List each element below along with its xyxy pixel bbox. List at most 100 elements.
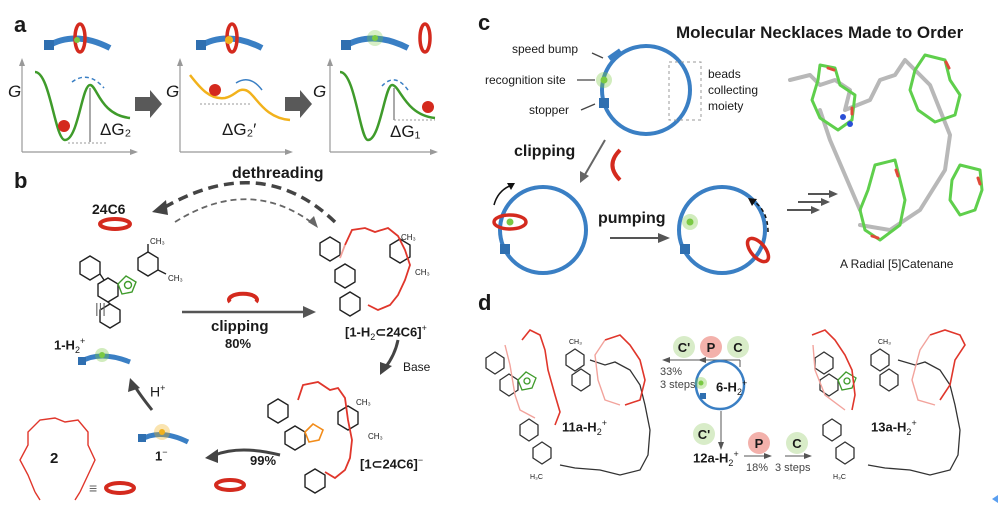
compound-13a-structure [814,348,961,476]
product-11a-sup: + [601,418,607,428]
complex-minus-label: [1⊂24C6]− [360,455,423,472]
complex-minus-structure [267,398,359,494]
panel-d-label: d [478,290,492,315]
panel-a-label: a [14,12,27,37]
product-13a-sub: 2 [906,426,912,437]
transition-arrow-1 [135,90,162,118]
clipping-label-b: clipping [211,318,269,335]
center-compound-sub: 2 [736,386,742,397]
ch3-label-d1: CH₃ [569,339,582,346]
rotaxane-icon-3 [341,22,432,54]
energy-plot-3 [327,58,438,155]
pumping-label: pumping [598,210,666,227]
compound-1-structure [79,244,167,329]
beads-annotation-line2: collecting [708,83,759,97]
base-label: Base [403,360,431,374]
recognition-site-annotation: recognition site [485,73,566,87]
ring-24c6-label: 24C6 [92,201,126,217]
speed-bump-annotation: speed bump [512,42,579,56]
plot-1-delta-label: ΔG₂ [100,120,132,139]
equiv-symbol: ≡ [89,480,98,496]
ch3-label-4: CH₃ [415,268,430,277]
beads-annotation-line3: moiety [708,99,744,113]
badge-p-bottom: P [748,432,770,454]
clipping-yield: 80% [225,336,252,351]
energy-plot-1 [19,58,138,155]
bottom-yield: 18% [746,462,769,474]
complex-plus-sup: + [421,323,427,333]
ch3-label-3: CH₃ [401,233,416,242]
badge-c-prime-left: C' [693,423,715,445]
axle-icon-anion [138,424,190,445]
energy-plot-2 [177,58,293,155]
bottom-steps: 3 steps [775,462,811,474]
center-compound-label: 6-H2+ [716,378,747,397]
h3c-label-d1: H₃C [530,474,543,481]
rotaxane-icon-2 [196,22,264,54]
proton-sup: + [160,383,166,393]
clipping-label-c: clipping [514,143,576,160]
stopper-annotation: stopper [529,103,570,117]
ch3-label-5: CH₃ [356,398,371,407]
compound-1-sub: 2 [74,344,80,355]
center-compound-name: 6-H [716,379,737,395]
macrocycle-2-label: 2 [50,450,59,467]
dethreading-label: dethreading [232,165,324,182]
ch3-label-d2: CH₃ [878,339,891,346]
proton-name: H [150,383,161,400]
complex-plus-label: [1-H2⊂24C6]+ [345,323,427,342]
compound-1-name: 1-H [54,337,75,353]
plot-2-delta-label: ΔG₂′ [222,120,257,139]
plot-2-axis-label: G [166,82,180,101]
complex-plus-post: ⊂24C6] [375,324,422,340]
product-11a-sub: 2 [596,426,602,437]
catenane-model [788,53,984,242]
intermediate-12a-sup: + [733,449,739,459]
product-13a-label: 13a-H2+ [871,418,917,437]
badge-c-top: C [727,336,749,358]
equiv-symbol-vertical: ||| [95,300,106,316]
panel-c-label: c [478,10,491,35]
anion-sup: − [162,447,168,457]
rotaxane-icon-1 [44,22,112,54]
macrocycle-2-structure [19,417,96,501]
compound-11a-structure [485,348,651,476]
transition-arrow-2 [285,90,312,118]
panel-b-label: b [14,168,28,193]
product-11a-label: 11a-H2+ [562,418,607,437]
intermediate-12a-label: 12a-H2+ [693,449,739,468]
panel-c-title: Molecular Necklaces Made to Order [676,23,964,42]
corner-nav-icon [992,495,998,503]
complex-minus-sup: − [417,455,424,465]
product-13a-name: 13a-H [871,419,907,435]
ch3-label-1: CH₃ [150,237,165,246]
center-compound-sup: + [741,378,748,388]
yield-99: 99% [250,453,277,468]
product-11a-name: 11a-H [562,419,597,435]
compound-1-label: 1-H2+ [54,336,85,355]
intermediate-12a-name: 12a-H [693,450,729,466]
catenane-caption: A Radial [5]Catenane [840,257,954,271]
complex-minus-name: [1⊂24C6] [360,456,418,472]
anion-label: 1− [155,447,168,463]
beads-annotation-line1: beads [708,67,741,81]
complex-plus-sub: 2 [370,331,376,342]
plot-3-delta-label: ΔG₁ [390,122,421,141]
badge-c-prime-top: C' [673,336,695,358]
compound-1-sup: + [79,336,86,346]
top-yield: 33% [660,366,683,378]
ch3-label-6: CH₃ [368,432,383,441]
product-13a-sup: + [911,418,917,428]
plot-3-axis-label: G [313,82,327,101]
badge-p-top: P [700,336,722,358]
intermediate-12a-sub: 2 [728,457,734,468]
complex-plus-pre: [1-H [345,324,371,340]
anion-name: 1 [155,448,163,464]
ch3-label-2: CH₃ [168,274,183,283]
plot-1-axis-label: G [8,82,22,101]
axle-icon-1 [78,348,131,365]
